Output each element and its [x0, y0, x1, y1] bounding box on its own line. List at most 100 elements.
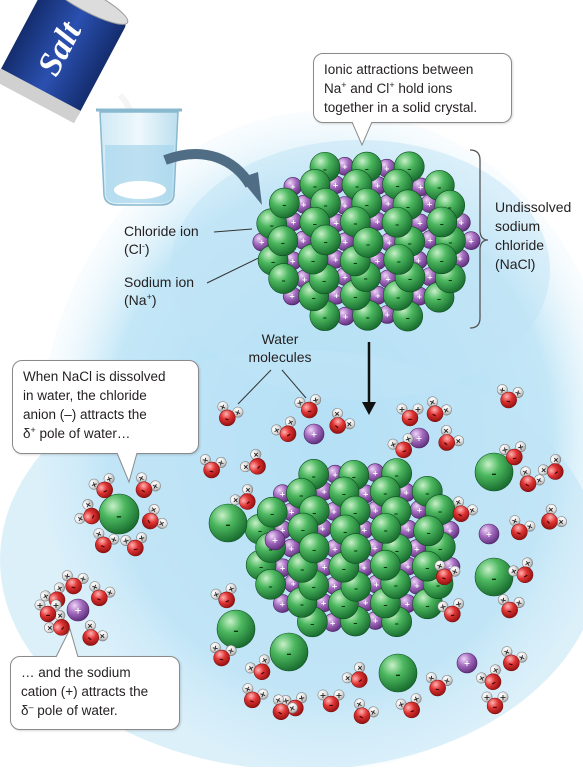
chloride-ion: –	[474, 452, 514, 492]
svg-text:+: +	[361, 563, 367, 572]
svg-text:+: +	[435, 561, 444, 572]
svg-text:+: +	[374, 217, 380, 226]
svg-text:+: +	[333, 291, 339, 300]
svg-text:+: +	[227, 646, 235, 656]
svg-text:–: –	[353, 218, 357, 228]
svg-text:–: –	[312, 292, 316, 302]
svg-text:–: –	[512, 454, 519, 465]
svg-text:–: –	[436, 580, 440, 590]
svg-text:+: +	[333, 255, 339, 264]
svg-text:+: +	[467, 505, 477, 516]
svg-text:–: –	[364, 273, 368, 283]
svg-text:–: –	[552, 467, 562, 478]
water-molecule: ++–	[242, 683, 269, 709]
svg-text:+: +	[416, 505, 422, 514]
svg-text:+: +	[468, 236, 474, 245]
svg-text:+: +	[311, 430, 318, 439]
svg-text:–: –	[331, 422, 341, 433]
water-molecule: ++–	[245, 654, 271, 680]
svg-text:+: +	[286, 417, 296, 428]
svg-text:+: +	[510, 516, 519, 527]
svg-text:+: +	[105, 474, 114, 485]
svg-text:–: –	[84, 634, 94, 645]
water-molecule: ++–	[44, 609, 70, 636]
water-molecule: ++–	[217, 401, 244, 427]
water-molecule: ++–	[519, 466, 545, 492]
chloride-ion: –	[381, 206, 413, 238]
svg-text:+: +	[416, 434, 423, 443]
svg-text:–: –	[395, 219, 399, 229]
svg-text:+: +	[486, 530, 493, 539]
svg-text:+: +	[290, 182, 296, 191]
svg-text:–: –	[448, 237, 452, 247]
svg-text:+: +	[404, 599, 410, 608]
svg-text:–: –	[353, 291, 357, 301]
svg-text:+: +	[453, 497, 463, 508]
svg-text:+: +	[500, 693, 507, 702]
svg-text:–: –	[354, 583, 358, 593]
svg-text:+: +	[230, 495, 241, 506]
svg-text:–: –	[139, 486, 148, 497]
svg-text:+: +	[389, 439, 398, 450]
svg-text:+: +	[517, 652, 526, 663]
svg-text:+: +	[279, 489, 285, 498]
svg-text:–: –	[329, 701, 334, 711]
water-molecule: ++–	[426, 396, 452, 422]
water-molecule: ++–	[135, 472, 161, 498]
svg-text:+: +	[211, 643, 219, 653]
svg-text:+: +	[272, 425, 282, 436]
svg-text:–: –	[102, 486, 110, 497]
svg-text:+: +	[290, 257, 296, 266]
water-molecule: ++–	[317, 689, 345, 713]
svg-text:–: –	[434, 685, 441, 696]
svg-text:+: +	[498, 385, 506, 395]
callout-top-pointer	[351, 121, 373, 147]
sodium-ion: +	[478, 523, 500, 545]
svg-text:+: +	[258, 689, 267, 700]
svg-text:–: –	[70, 583, 77, 594]
svg-text:–: –	[397, 256, 401, 266]
svg-text:+: +	[415, 256, 421, 265]
svg-text:–: –	[523, 480, 532, 491]
svg-text:+: +	[332, 544, 338, 553]
svg-text:–: –	[366, 312, 370, 322]
svg-text:+: +	[90, 479, 99, 490]
water-leader-right	[281, 369, 307, 399]
svg-text:+: +	[375, 181, 381, 190]
water-molecule: ++–	[93, 528, 120, 554]
svg-text:–: –	[491, 574, 496, 586]
chloride-ion: –	[378, 653, 418, 693]
svg-text:–: –	[356, 675, 366, 686]
svg-text:–: –	[426, 600, 430, 610]
svg-text:+: +	[332, 581, 338, 590]
water-molecule: ++–	[353, 698, 379, 724]
svg-text:+: +	[538, 465, 549, 476]
svg-text:–: –	[300, 599, 304, 609]
svg-text:+: +	[405, 525, 411, 534]
svg-text:+: +	[289, 508, 295, 517]
svg-text:+: +	[448, 562, 454, 571]
svg-text:+: +	[63, 571, 71, 581]
svg-text:+: +	[320, 691, 327, 700]
svg-text:–: –	[300, 564, 304, 574]
svg-text:+: +	[534, 475, 544, 486]
water-molecule: ++–	[476, 664, 502, 690]
callout-lb-line2: cation (+) attracts the	[21, 684, 149, 699]
chloride-ion: –	[255, 569, 286, 600]
svg-text:–: –	[437, 294, 441, 304]
water-label-line1: Water	[261, 331, 299, 347]
callout-lb-line3: δ– pole of water.	[21, 702, 118, 719]
svg-text:–: –	[312, 544, 316, 554]
svg-text:+: +	[85, 620, 96, 631]
svg-text:+: +	[298, 693, 306, 703]
callout-top-line1: Ionic attractions between	[324, 62, 474, 77]
svg-text:+: +	[427, 397, 437, 408]
water-molecule: ++–	[240, 448, 266, 475]
svg-text:+: +	[242, 484, 253, 495]
svg-text:–: –	[312, 582, 316, 592]
sodium-ion-label: Sodium ion (Na+)	[124, 273, 194, 309]
water-molecule: ++–	[434, 560, 461, 586]
svg-text:+: +	[41, 591, 51, 602]
sodium-ion: +	[264, 529, 286, 551]
water-molecule: ++–	[61, 570, 89, 595]
